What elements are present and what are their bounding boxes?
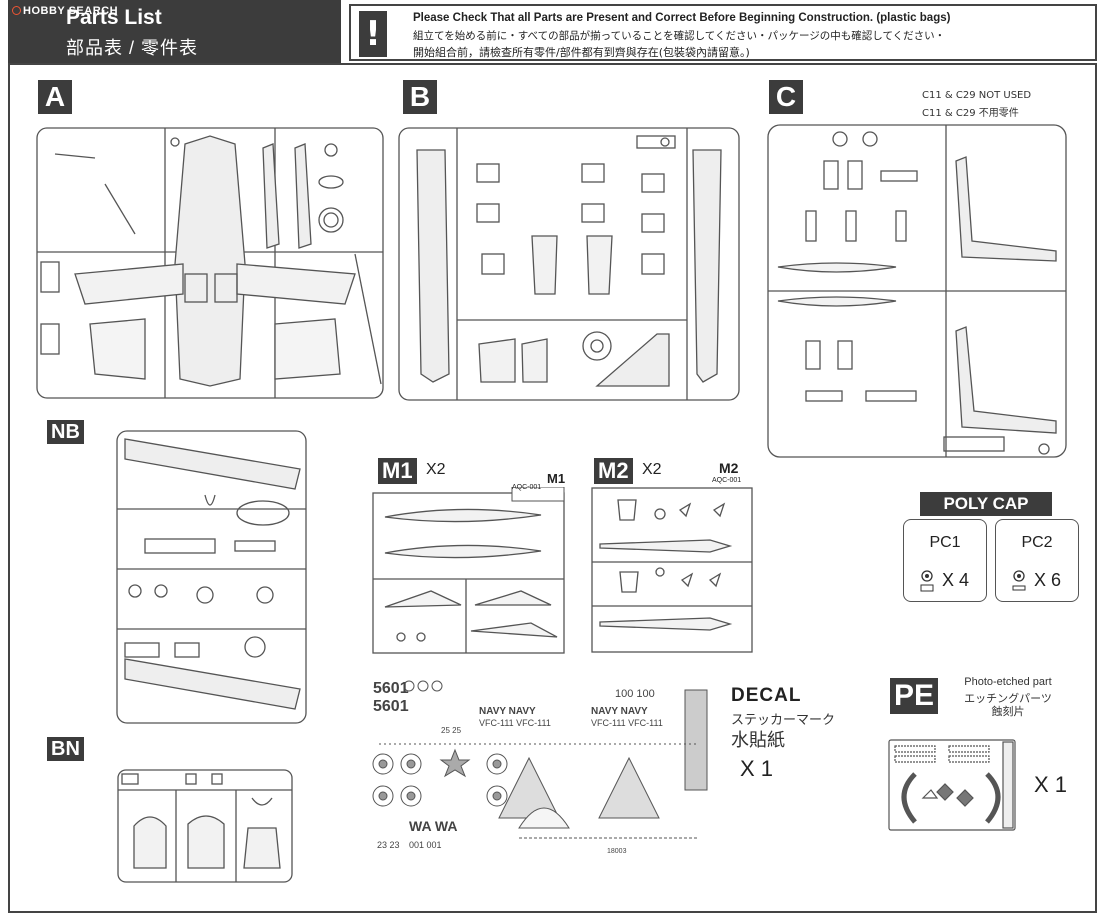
- sprue-m2-drawing: [591, 487, 753, 653]
- decal-zh: 水貼紙: [731, 730, 785, 750]
- decal-5601-b: 5601: [373, 698, 409, 715]
- decal-23: 23 23: [377, 840, 400, 850]
- decal-vfc-b: VFC-111 VFC-111: [591, 718, 663, 728]
- sprue-label-m2: M2: [594, 458, 633, 484]
- sprue-label-a: A: [38, 80, 72, 114]
- sprue-bn-drawing: [117, 769, 293, 883]
- pc1-name: PC1: [929, 534, 961, 551]
- sprue-c-note-zh: C11 & C29 不用零件: [922, 108, 1019, 119]
- sprue-label-b: B: [403, 80, 437, 114]
- decal-sheet-image: 5601 5601 NAVY NAVY NAVY NAVY VFC-111 VF…: [369, 678, 719, 860]
- notice-en: Please Check That all Parts are Present …: [413, 12, 951, 24]
- pc2-name: PC2: [1021, 534, 1053, 551]
- polycap-title: POLY CAP: [920, 492, 1052, 516]
- polycap-icon: [920, 570, 934, 592]
- m1-tag-sub: AQC-001: [512, 484, 542, 491]
- pe-note-jp: エッチングパーツ: [964, 692, 1052, 705]
- sprue-label-bn: BN: [47, 737, 84, 761]
- sprue-label-nb: NB: [47, 420, 84, 444]
- polycap-pc1: PC1 X 4: [903, 519, 987, 602]
- polycap-icon: [1012, 570, 1026, 591]
- decal-vfc-a: VFC-111 VFC-111: [479, 718, 551, 728]
- sprue-c-drawing: [767, 124, 1067, 458]
- notice-box: ! Please Check That all Parts are Presen…: [349, 4, 1097, 61]
- sprue-a-drawing: [36, 127, 384, 399]
- pe-note-zh: 蝕刻片: [991, 705, 1025, 718]
- sprue-label-m1: M1: [378, 458, 417, 484]
- decal-25: 25 25: [441, 726, 462, 735]
- sprue-m2-count: X2: [642, 461, 662, 478]
- m2-tag-sub: AQC-001: [712, 477, 742, 484]
- watermark-logo: HOBBY SEARCH: [12, 5, 118, 17]
- header-bar: HOBBY SEARCH Parts List 部品表 / 零件表: [8, 0, 341, 63]
- decal-count: X 1: [740, 756, 774, 781]
- m1-tag: M1: [547, 471, 566, 486]
- sprue-m1-drawing: [372, 487, 565, 654]
- sprue-c-image: [766, 121, 1068, 461]
- notice-zh: 開始組合前，請檢查所有零件/部件都有到齊與存在(包裝袋內請留意。): [413, 46, 750, 59]
- exclamation-icon: !: [359, 11, 387, 57]
- sprue-b-image: [397, 124, 741, 404]
- decal-navy-a: NAVY NAVY: [479, 706, 536, 717]
- pc2-count: X 6: [1034, 570, 1062, 590]
- decal-001: 001 001: [409, 840, 442, 850]
- decal-5601-a: 5601: [373, 680, 409, 697]
- pc1-count: X 4: [942, 570, 970, 590]
- decal-title: DECAL: [731, 685, 802, 706]
- watermark-text: HOBBY SEARCH: [23, 5, 119, 17]
- logo-icon: [12, 6, 21, 15]
- sprue-nb-drawing: [116, 430, 307, 724]
- parts-frame: [8, 63, 1097, 913]
- notice-jp: 組立てを始める前に・すべての部品が揃っていることを確認してください・パッケージの…: [413, 30, 946, 42]
- pe-note-en: Photo-etched part: [964, 676, 1052, 688]
- pe-fret-image: [887, 738, 1017, 832]
- decal-sheet-number: 18003: [607, 848, 627, 855]
- sprue-c-note-en: C11 & C29 NOT USED: [922, 90, 1032, 101]
- sprue-b-drawing: [398, 127, 740, 401]
- sprue-bn-image: [116, 768, 294, 884]
- pe-count: X 1: [1034, 772, 1068, 797]
- m2-tag: M2: [719, 460, 739, 476]
- polycap-pc2: PC2 X 6: [995, 519, 1079, 602]
- decal-navy-b: NAVY NAVY: [591, 706, 648, 717]
- page-title: Parts List: [66, 6, 162, 29]
- decal-wawa: WA WA: [409, 818, 458, 834]
- pe-label: PE: [890, 678, 938, 714]
- sprue-nb-image: [115, 429, 308, 725]
- sprue-m1-image: [371, 487, 566, 655]
- sprue-a-image: [35, 124, 385, 402]
- sprue-label-c: C: [769, 80, 803, 114]
- pe-fret-drawing: [888, 739, 1016, 831]
- sprue-m2-image: [590, 480, 754, 654]
- decal-sheet-drawing: [372, 680, 708, 839]
- sprue-m1-count: X2: [426, 461, 446, 478]
- page-subtitle: 部品表 / 零件表: [66, 38, 199, 58]
- decal-100: 100 100: [615, 688, 655, 700]
- decal-jp: ステッカーマーク: [731, 712, 836, 727]
